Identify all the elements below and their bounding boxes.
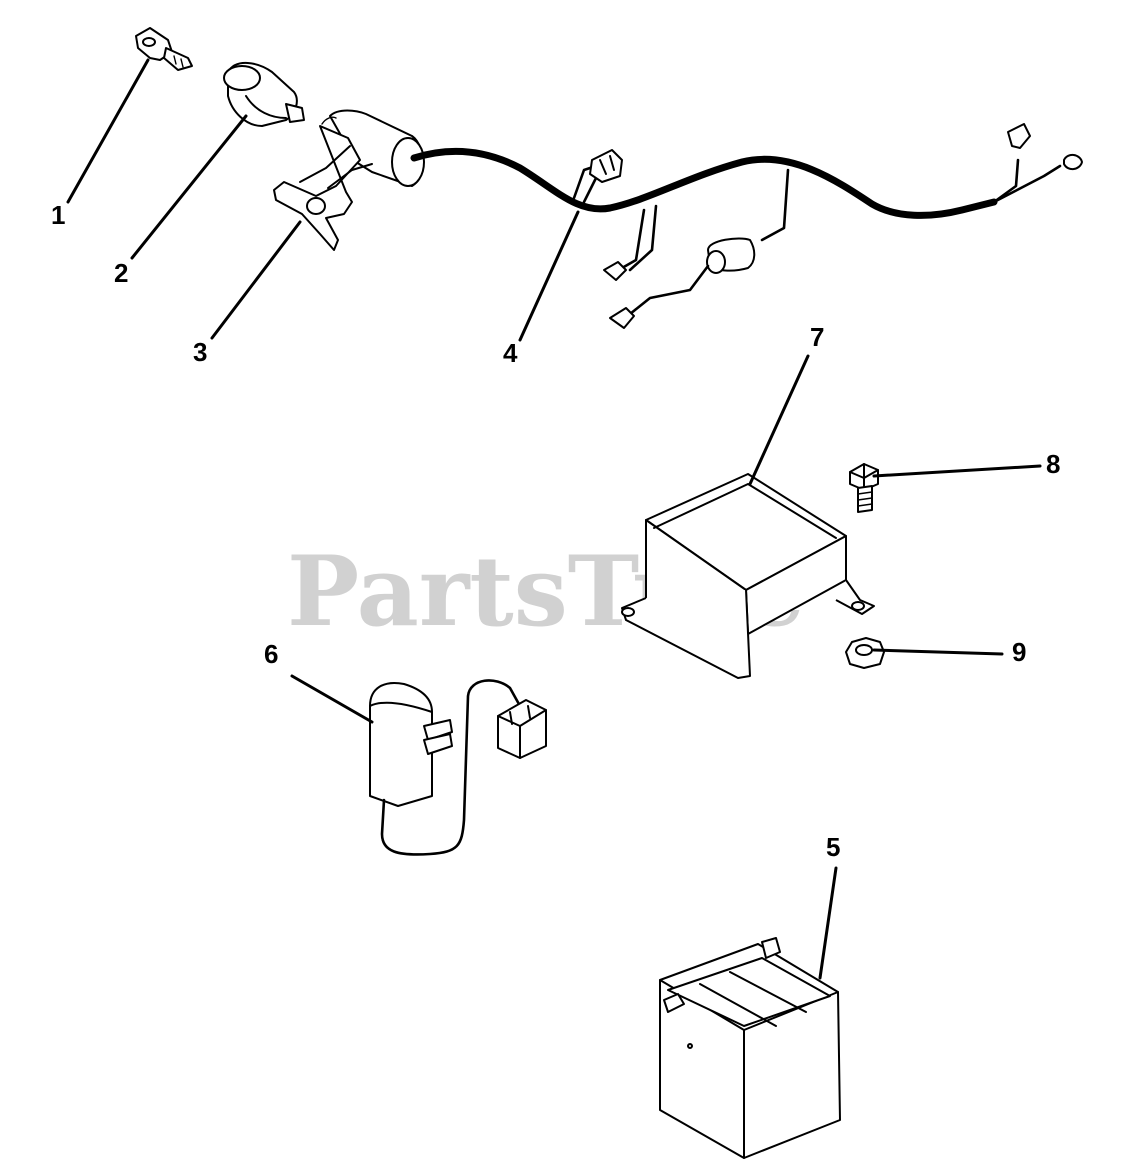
leader-1 bbox=[66, 58, 150, 204]
callout-7: 7 bbox=[810, 322, 824, 352]
leader-lines bbox=[66, 58, 1042, 980]
part-7-battery-bracket[interactable] bbox=[621, 473, 875, 679]
leader-8 bbox=[872, 464, 1042, 478]
part-1-ignition-key[interactable] bbox=[135, 27, 193, 71]
callout-8: 8 bbox=[1046, 449, 1060, 479]
leader-5 bbox=[818, 866, 838, 980]
part-5-battery[interactable] bbox=[659, 937, 841, 1159]
callout-9: 9 bbox=[1012, 637, 1026, 667]
leader-2 bbox=[130, 114, 248, 260]
callout-labels: 1 2 3 4 5 6 7 8 9 bbox=[51, 200, 1060, 862]
leader-4 bbox=[518, 210, 580, 342]
callout-4: 4 bbox=[503, 338, 518, 368]
leader-7 bbox=[748, 354, 810, 486]
part-2-ignition-switch[interactable] bbox=[223, 62, 305, 127]
callout-2: 2 bbox=[114, 258, 128, 288]
leader-6 bbox=[290, 674, 374, 724]
part-3-switch-housing[interactable] bbox=[273, 109, 425, 251]
callout-3: 3 bbox=[193, 337, 207, 367]
leader-3 bbox=[210, 220, 302, 340]
part-8-bolt[interactable] bbox=[849, 463, 879, 513]
leader-9 bbox=[872, 648, 1004, 656]
part-4-wire-harness[interactable] bbox=[410, 123, 1083, 329]
callout-6: 6 bbox=[264, 639, 278, 669]
part-6-battery-charger[interactable] bbox=[369, 679, 547, 856]
callout-5: 5 bbox=[826, 832, 840, 862]
callout-1: 1 bbox=[51, 200, 65, 230]
part-9-nut[interactable] bbox=[845, 637, 885, 669]
